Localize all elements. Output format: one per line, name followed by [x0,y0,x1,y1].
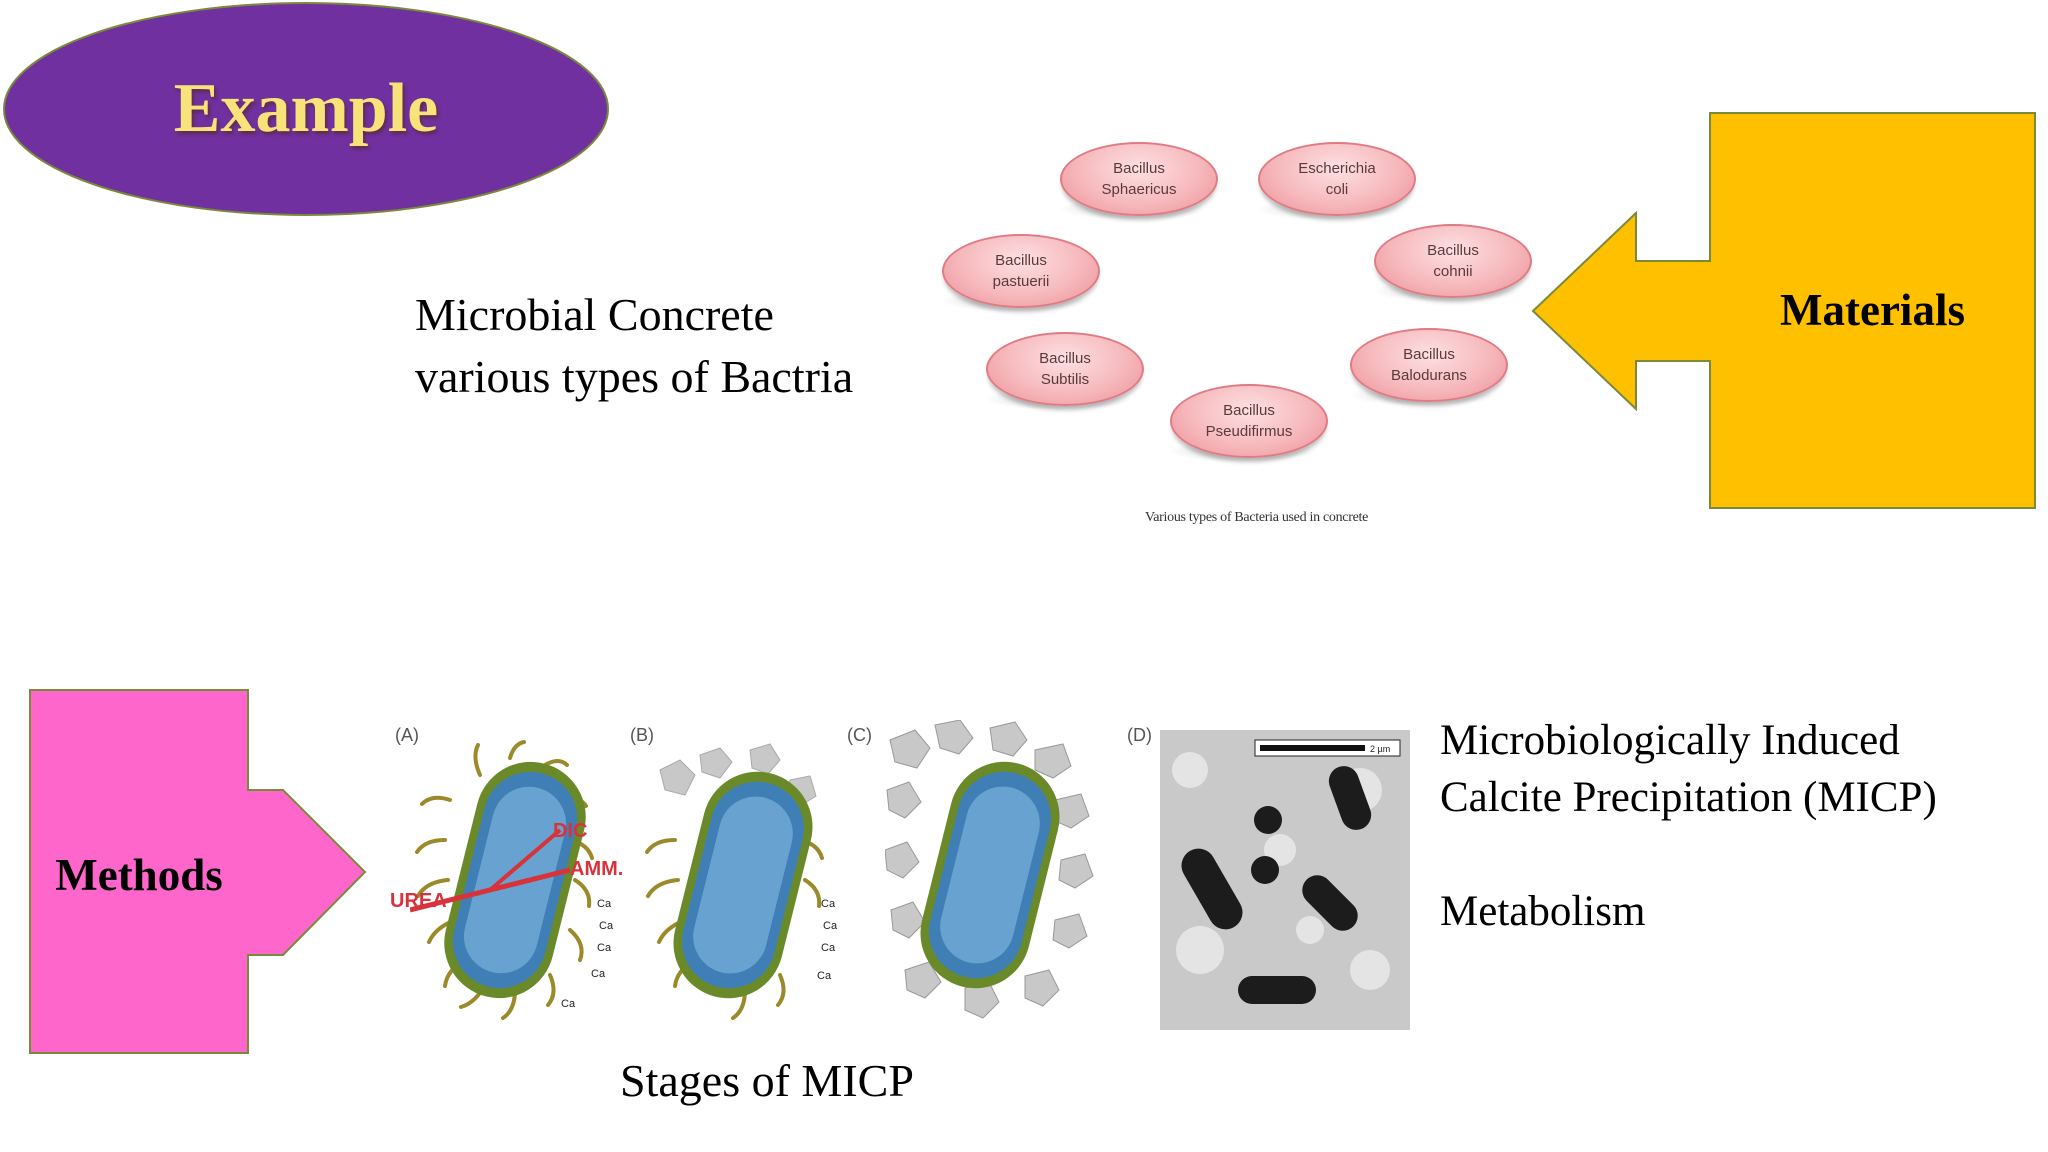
bacteria-name-2: cohnii [1433,263,1473,280]
dic-label: DIC [553,820,588,842]
bacteria-pill-ecoli: Escherichia coli [1258,142,1416,216]
bacteria-name-1: Escherichia [1298,160,1376,177]
bacteria-name-2: Pseudifirmus [1205,423,1293,440]
panel-label-c: (C) [847,725,872,745]
bacteria-pill-cohnii: Bacillus cohnii [1374,224,1532,298]
bacteria-name-2: Balodurans [1391,367,1467,384]
bacteria-name-2: Subtilis [1040,371,1090,388]
ca-label: Ca [561,998,576,1010]
title-text: Example [173,70,439,147]
bacterium-a-image [410,740,594,1020]
methods-text-line2: Calcite Precipitation (MICP) [1440,774,1937,821]
materials-label: Materials [1780,285,1965,335]
ca-label: Ca [823,920,838,932]
bacterium-b-image [645,743,824,1020]
micp-stages-figure: (A) DIC AMM. UREA Ca Ca Ca Ca Ca (B) [385,720,1415,1030]
panel-label-d: (D) [1127,725,1152,745]
methods-arrow-shape [29,689,367,1054]
bacterium-c-image [885,720,1094,1019]
bacteria-pill-subtilis: Bacillus Subtilis [986,332,1144,406]
bacteria-name-1: Bacillus [1403,346,1455,363]
methods-label: Methods [55,850,223,900]
ca-label: Ca [591,968,606,980]
panel-label-a: (A) [395,725,419,745]
bacteria-name-1: Bacillus [1223,402,1275,419]
methods-text-line1: Microbiologically Induced [1440,717,1900,764]
ca-label: Ca [597,898,612,910]
bacteria-figure-caption: Various types of Bacteria used in concre… [1145,510,1368,525]
ca-label: Ca [599,920,614,932]
sem-micrograph-image: 2 µm [1160,730,1410,1030]
bacteria-name-1: Bacillus [995,252,1047,269]
bacteria-diagram: Bacillus Sphaericus Escherichia coli Bac… [930,130,1550,540]
micp-stages-caption: Stages of MICP [620,1055,914,1106]
title-oval [3,2,609,216]
methods-text-line3: Metabolism [1440,888,1646,935]
scale-bar-label: 2 µm [1370,744,1390,754]
bacteria-name-2: pastuerii [992,273,1050,290]
urea-label: UREA [390,890,447,912]
bacteria-pill-balodurans: Bacillus Balodurans [1350,328,1508,402]
materials-text-line1: Microbial Concrete [415,289,774,340]
bacteria-name-1: Bacillus [1039,350,1091,367]
panel-label-b: (B) [630,725,654,745]
ca-label: Ca [817,970,832,982]
amm-label: AMM. [570,858,624,880]
methods-text: Microbiologically Induced Calcite Precip… [1440,712,1937,940]
materials-arrow-shape [1531,112,2036,509]
bacteria-name-2: coli [1325,181,1349,198]
materials-text: Microbial Concrete various types of Bact… [415,284,853,408]
bacteria-name-1: Bacillus [1113,160,1165,177]
bacteria-pill-pseudifirmus: Bacillus Pseudifirmus [1170,384,1328,458]
ca-label: Ca [597,942,612,954]
bacteria-pill-sphaericus: Bacillus Sphaericus [1060,142,1218,216]
ca-label: Ca [821,942,836,954]
bacteria-pill-pastuerii: Bacillus pastuerii [942,234,1100,308]
ca-label: Ca [821,898,836,910]
bacteria-name-2: Sphaericus [1101,181,1177,198]
bacteria-name-1: Bacillus [1427,242,1479,259]
materials-text-line2: various types of Bactria [415,351,854,402]
